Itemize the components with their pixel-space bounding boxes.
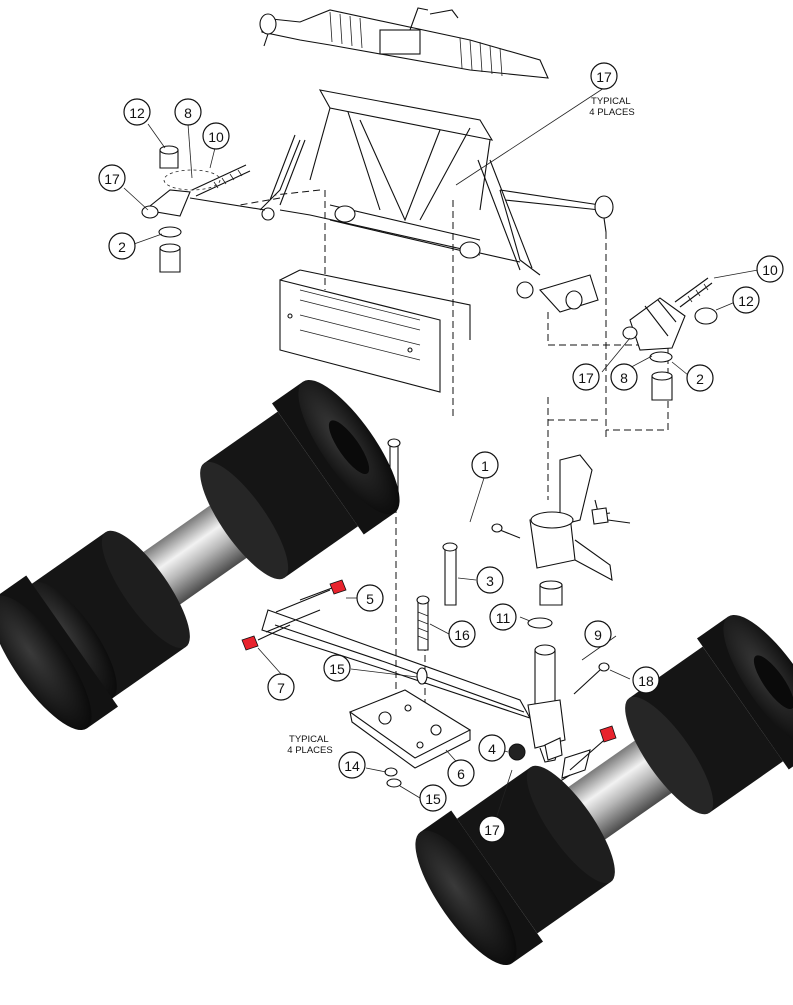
callout-circle (478, 734, 506, 762)
callout-circle (174, 98, 202, 126)
callout-circle (419, 784, 447, 812)
callout-label: 1 (481, 458, 489, 474)
callout-label: 12 (129, 105, 145, 121)
callout-label: 15 (329, 661, 345, 677)
leader-lines (123, 87, 759, 823)
callout-circle (338, 751, 366, 779)
callout-1: 1 (471, 451, 499, 479)
callout-16: 16 (448, 620, 476, 648)
callout-circle (98, 164, 126, 192)
callout-label: 6 (457, 766, 465, 782)
callout-label: 17 (596, 69, 612, 85)
callout-circle (123, 98, 151, 126)
callout-4: 4 (478, 734, 506, 762)
callout-circle (323, 654, 351, 682)
callout-label: 9 (594, 627, 602, 643)
callout-circle (756, 255, 784, 283)
callout-circle (447, 759, 475, 787)
leaf-spring-assembly (241, 438, 617, 811)
callout-label: 17 (104, 171, 120, 187)
callout-2: 2 (686, 364, 714, 392)
callout-label: 2 (118, 239, 126, 255)
callout-5: 5 (356, 584, 384, 612)
callout-label: 5 (366, 591, 374, 607)
callout-18: 18 (632, 666, 660, 694)
callout-label: 3 (486, 573, 494, 589)
callout-15: 15 (323, 654, 351, 682)
callout-8: 8 (174, 98, 202, 126)
callout-label: 11 (496, 610, 511, 626)
callout-circle (610, 363, 638, 391)
callout-label: 14 (344, 758, 360, 774)
callout-circle (584, 620, 612, 648)
callout-17: 17 (590, 62, 618, 90)
callout-6: 6 (447, 759, 475, 787)
front-frame (259, 89, 614, 393)
callout-label: 18 (638, 673, 654, 689)
callout-label: 15 (425, 791, 441, 807)
callout-circle (478, 815, 506, 843)
callout-circle (471, 451, 499, 479)
callout-11: 11 (489, 603, 517, 631)
callout-circle (686, 364, 714, 392)
note-typical-top: TYPICAL 4 PLACES (589, 96, 634, 118)
callout-circle (267, 673, 295, 701)
callout-9: 9 (584, 620, 612, 648)
alignment-lines (239, 189, 669, 730)
callout-circle (356, 584, 384, 612)
callout-label: 2 (696, 371, 704, 387)
note-typical-bottom: TYPICAL 4 PLACES (287, 734, 332, 756)
callout-10: 10 (756, 255, 784, 283)
callout-circle (202, 122, 230, 150)
callout-circle (476, 566, 504, 594)
callout-label: 10 (208, 129, 224, 145)
callout-circle (632, 666, 660, 694)
callout-15: 15 (419, 784, 447, 812)
callouts: 12 8 10 17 2 17 10 12 17 8 2 1 3 5 16 11 9 7 15 18 14 15 6 4 17 (98, 62, 784, 843)
callout-label: 12 (738, 293, 754, 309)
bushing-large-left (0, 379, 400, 731)
callout-17: 17 (572, 363, 600, 391)
callout-12: 12 (732, 286, 760, 314)
callout-7: 7 (267, 673, 295, 701)
callout-8: 8 (610, 363, 638, 391)
callout-label: 16 (454, 627, 470, 643)
right-bushing-assembly (622, 277, 718, 401)
callout-3: 3 (476, 566, 504, 594)
spindle (491, 454, 631, 606)
callout-circle (489, 603, 517, 631)
callout-label: 4 (488, 741, 496, 757)
left-bushing-assembly (141, 145, 266, 273)
callout-label: 17 (484, 822, 500, 838)
callout-circle (572, 363, 600, 391)
callout-label: 8 (620, 370, 628, 386)
callout-circle (590, 62, 618, 90)
callout-10: 10 (202, 122, 230, 150)
callout-circle (732, 286, 760, 314)
callout-17: 17 (98, 164, 126, 192)
callout-12: 12 (123, 98, 151, 126)
callout-2: 2 (108, 232, 136, 260)
callout-circle (108, 232, 136, 260)
callout-label: 7 (277, 680, 285, 696)
callout-label: 8 (184, 105, 192, 121)
steering-rack (259, 7, 549, 79)
highlight-bushings (241, 579, 617, 811)
callout-label: 17 (578, 370, 594, 386)
callout-14: 14 (338, 751, 366, 779)
callout-17: 17 (478, 815, 506, 843)
bushing-large-right (415, 614, 793, 966)
callout-circle (448, 620, 476, 648)
callout-label: 10 (762, 262, 778, 278)
